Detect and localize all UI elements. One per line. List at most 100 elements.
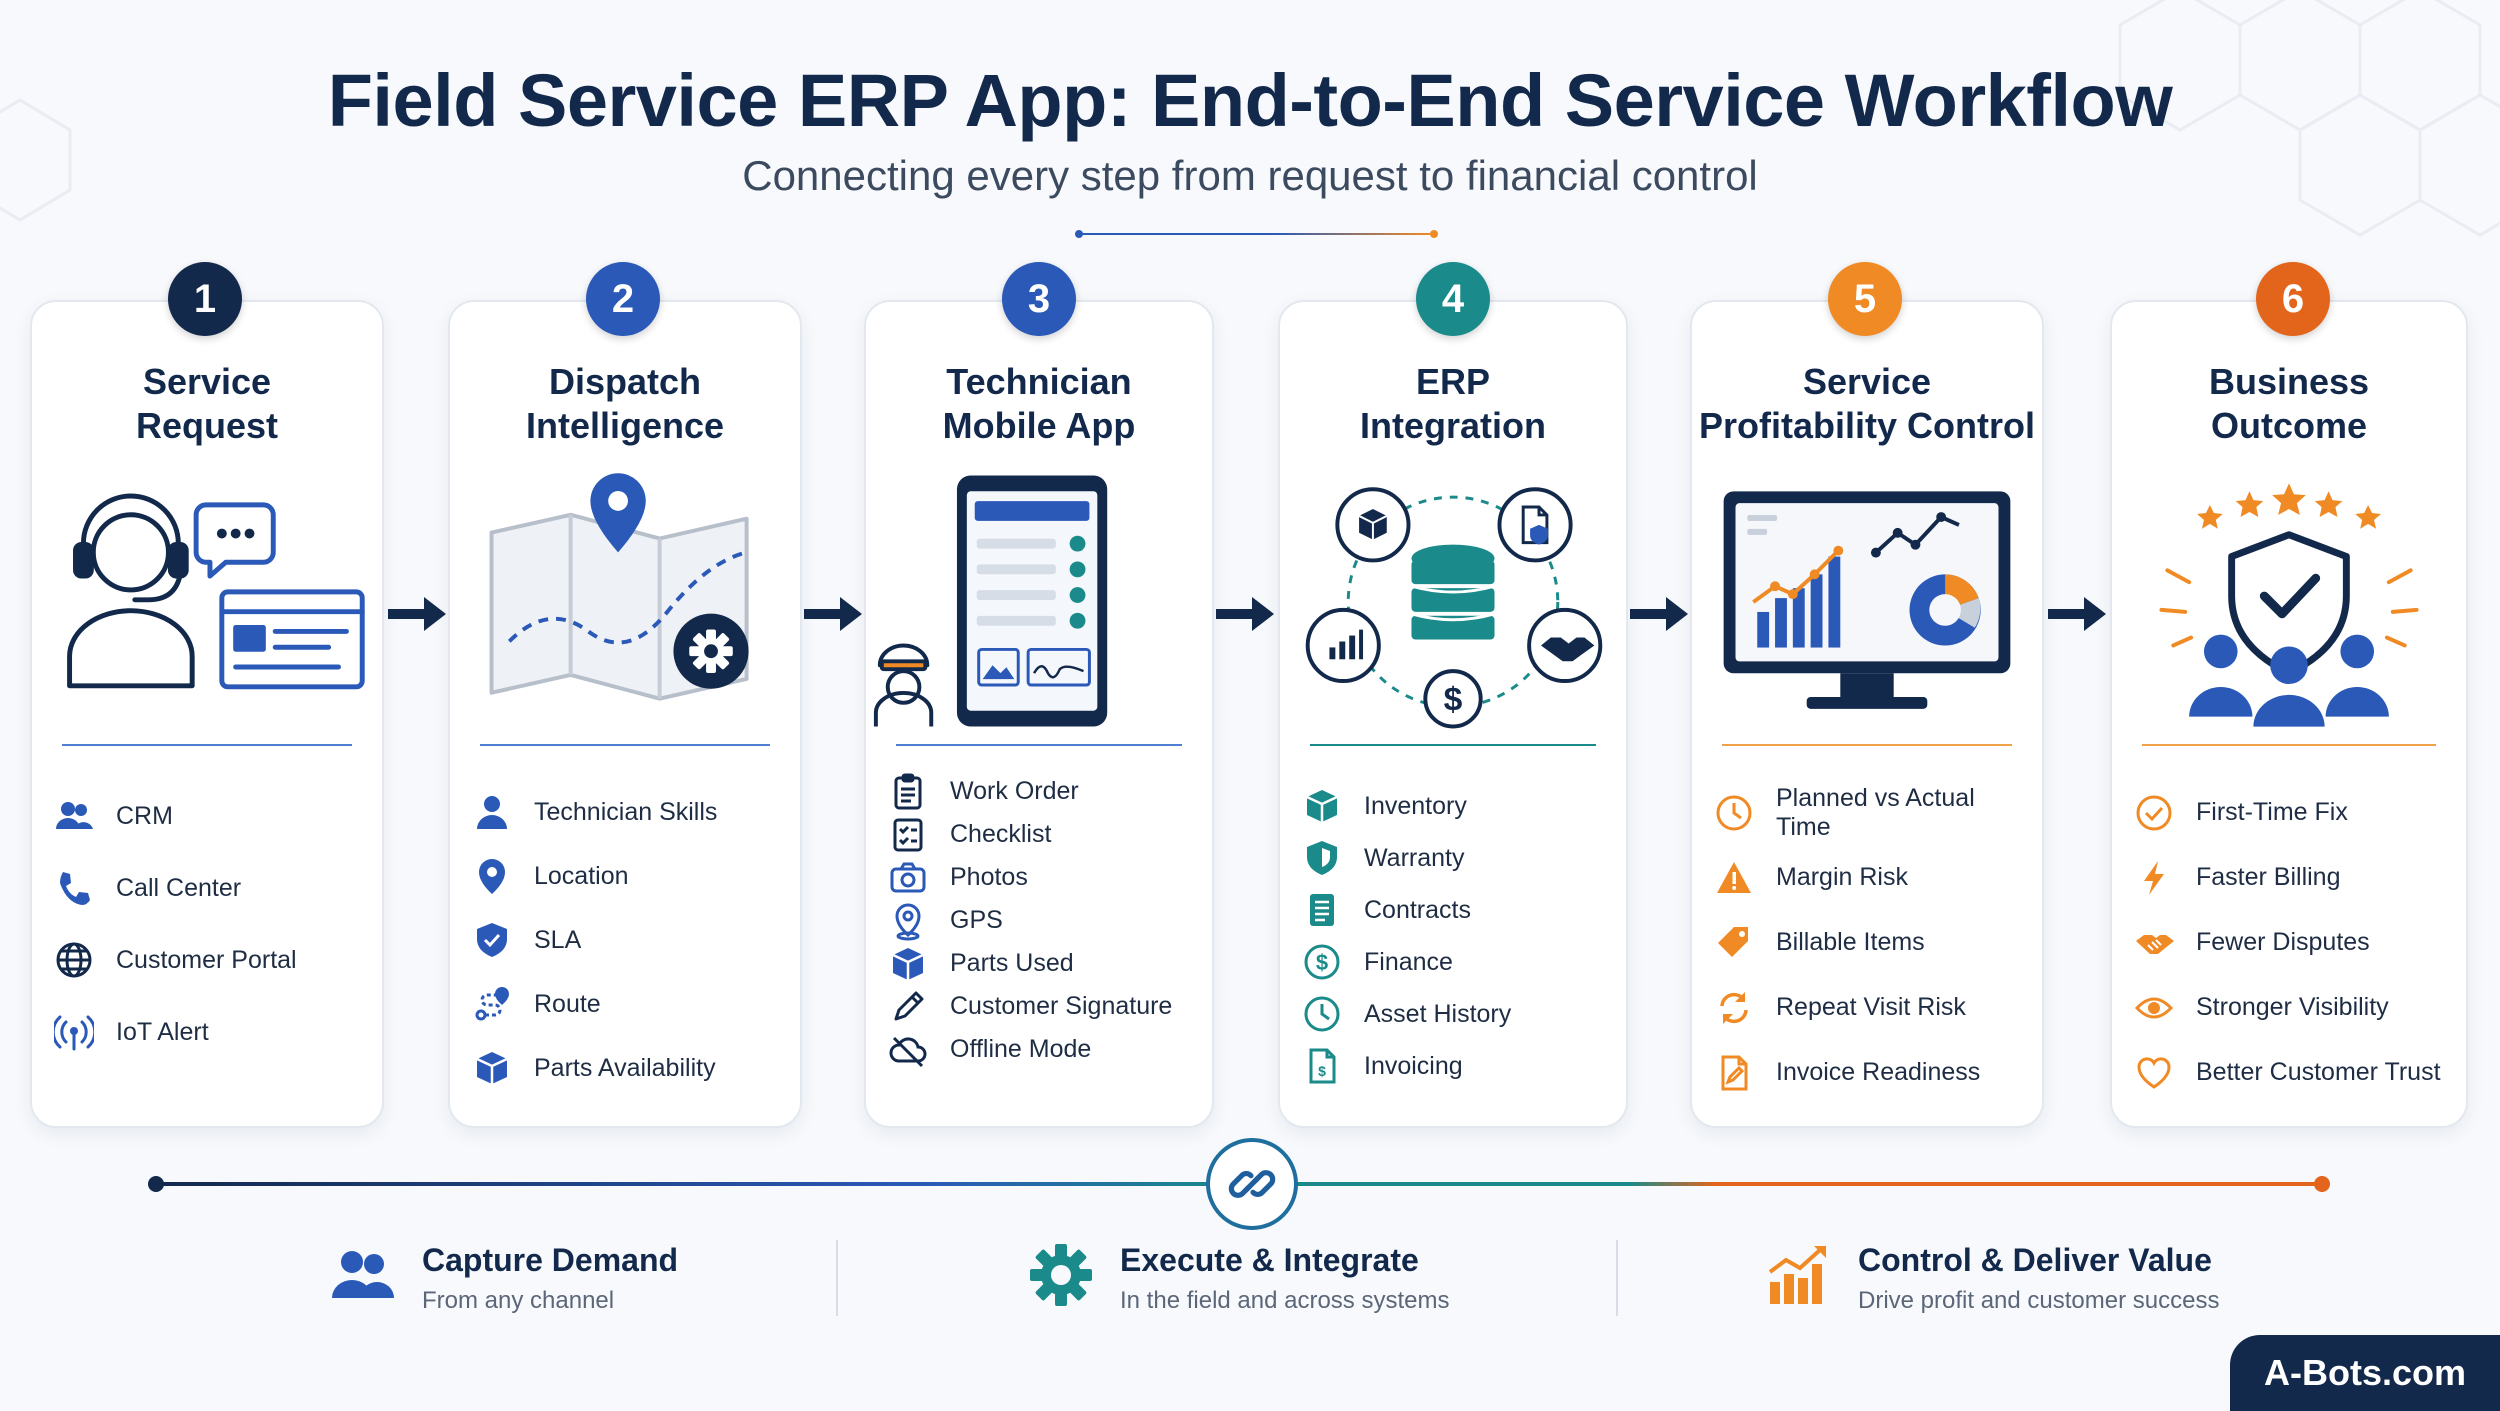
route-icon — [475, 987, 509, 1021]
list-item: Billable Items — [1714, 910, 2030, 975]
step-badge: 5 — [1828, 262, 1902, 336]
phase-capture-demand: Capture Demand From any channel — [330, 1238, 678, 1318]
list-item: Offline Mode — [888, 1028, 1200, 1071]
list-item: Customer Portal — [54, 924, 370, 996]
invoice-icon: $ — [1309, 1048, 1336, 1084]
list-item: Repeat Visit Risk — [1714, 975, 2030, 1040]
dispatch-map-illustration — [489, 473, 749, 701]
flow-arrow — [2048, 597, 2106, 631]
list-item: Parts Used — [888, 942, 1200, 985]
erp-integration-illustration: $ — [1305, 487, 1603, 729]
link-node — [1206, 1138, 1298, 1230]
flow-arrow — [804, 597, 862, 631]
list-item: Route — [472, 972, 788, 1036]
list-item: Warranty — [1302, 832, 1614, 884]
page-subtitle: Connecting every step from request to fi… — [742, 152, 1758, 199]
warning-icon — [1717, 861, 1751, 893]
list-item: $ Invoicing — [1302, 1040, 1614, 1092]
svg-text:$: $ — [1318, 1063, 1326, 1079]
repeat-icon — [1720, 991, 1748, 1024]
gps-pin-icon — [895, 902, 921, 940]
step-badge: 4 — [1416, 262, 1490, 336]
profitability-dashboard-illustration — [1723, 491, 2011, 709]
svg-text:$: $ — [1316, 950, 1328, 975]
phase-separator — [836, 1240, 838, 1316]
list-item: Technician Skills — [472, 780, 788, 844]
clock-icon — [1716, 795, 1752, 830]
eye-icon — [2134, 997, 2174, 1018]
step-badge: 2 — [586, 262, 660, 336]
clipboard-icon — [894, 773, 922, 809]
step-divider — [1722, 744, 2012, 746]
svg-text:$: $ — [1444, 682, 1463, 719]
invoice-edit-icon — [1721, 1055, 1748, 1090]
list-item: Call Center — [54, 852, 370, 924]
gear-icon — [1030, 1244, 1092, 1306]
list-item: Contracts — [1302, 884, 1614, 936]
step-divider — [480, 744, 770, 746]
list-item: Customer Signature — [888, 985, 1200, 1028]
mobile-app-illustration — [873, 475, 1108, 727]
growth-chart-icon — [1768, 1246, 1826, 1304]
handshake-icon — [2136, 934, 2174, 954]
person-icon — [477, 796, 507, 829]
cloud-off-icon — [889, 1036, 927, 1067]
flow-arrow — [1630, 597, 1688, 631]
list-item: $ Finance — [1302, 936, 1614, 988]
location-pin-icon — [479, 859, 505, 894]
step-items: Technician Skills Location SLA Route Par… — [472, 780, 788, 1100]
step-badge: 6 — [2256, 262, 2330, 336]
list-item: Location — [472, 844, 788, 908]
phase-control-deliver-value: Control & Deliver Value Drive profit and… — [1766, 1238, 2219, 1318]
flow-arrow — [388, 597, 446, 631]
list-item: Better Customer Trust — [2134, 1040, 2454, 1105]
title-underline — [1075, 230, 1438, 238]
step-items: Planned vs Actual Time Margin Risk Billa… — [1714, 780, 2030, 1105]
list-item: GPS — [888, 899, 1200, 942]
step-divider — [62, 744, 352, 746]
clock-icon — [1304, 996, 1340, 1032]
camera-icon — [890, 862, 926, 892]
list-item: Inventory — [1302, 780, 1614, 832]
list-item: Planned vs Actual Time — [1714, 780, 2030, 845]
page-title: Field Service ERP App: End-to-End Servic… — [327, 59, 2173, 142]
phase-execute-integrate: Execute & Integrate In the field and acr… — [1028, 1238, 1449, 1318]
phone-icon — [60, 872, 90, 905]
cube-icon — [1306, 790, 1338, 822]
list-item: CRM — [54, 780, 370, 852]
list-item: Margin Risk — [1714, 845, 2030, 910]
list-item: SLA — [472, 908, 788, 972]
step-items: First-Time Fix Faster Billing Fewer Disp… — [2134, 780, 2454, 1105]
step-divider — [2142, 744, 2436, 746]
people-icon — [332, 1251, 394, 1298]
step-divider — [1310, 744, 1596, 746]
document-icon — [1310, 894, 1334, 926]
list-item: Checklist — [888, 813, 1200, 856]
list-item: Stronger Visibility — [2134, 975, 2454, 1040]
signal-icon — [54, 1015, 94, 1051]
globe-icon — [56, 942, 92, 978]
list-item: Invoice Readiness — [1714, 1040, 2030, 1105]
step-items: Work Order Checklist Photos GPS Parts Us… — [888, 770, 1200, 1071]
heart-icon — [2137, 1056, 2171, 1089]
pen-icon — [894, 991, 924, 1020]
list-item: IoT Alert — [54, 996, 370, 1068]
list-item: Asset History — [1302, 988, 1614, 1040]
box-icon — [892, 947, 924, 980]
checklist-icon — [893, 818, 923, 851]
list-item: Work Order — [888, 770, 1200, 813]
box-icon — [476, 1052, 508, 1084]
list-item: Faster Billing — [2134, 845, 2454, 910]
step-items: Inventory Warranty Contracts $ Finance A… — [1302, 780, 1614, 1092]
step-items: CRM Call Center Customer Portal IoT Aler… — [54, 780, 370, 1068]
